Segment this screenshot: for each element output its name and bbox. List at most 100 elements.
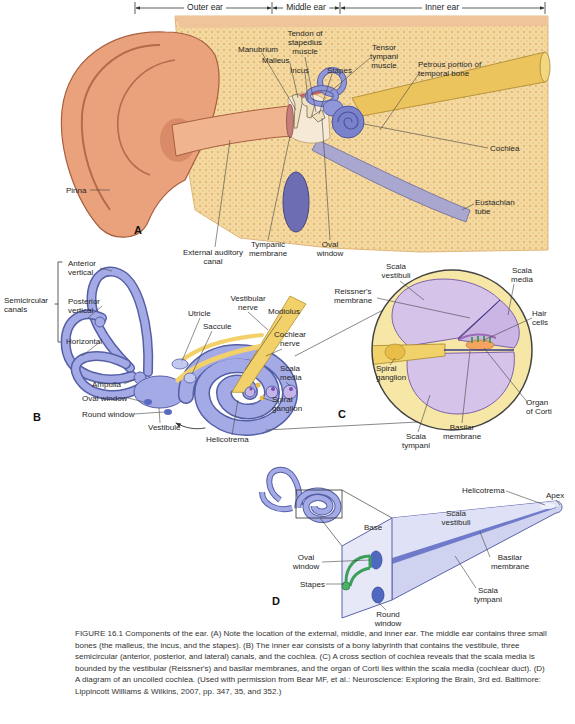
cochlea-cross-section xyxy=(483,336,485,342)
panel-letter: D xyxy=(272,595,280,607)
part-label: External auditory canal xyxy=(180,248,246,266)
leader-line xyxy=(319,74,332,114)
leader-line xyxy=(268,136,290,240)
part-label: Hair cells xyxy=(532,309,558,327)
part-label: Helicotrema xyxy=(206,435,249,444)
leader-line xyxy=(484,348,528,403)
part-label: Anterior vertical xyxy=(68,259,108,277)
part-label: Oval window xyxy=(290,553,322,571)
leader-line xyxy=(556,500,560,505)
uncoiled-cochlea xyxy=(392,501,562,600)
leader-line xyxy=(506,491,545,505)
uncoiled-cochlea xyxy=(269,470,300,505)
inner-ear-labyrinth xyxy=(55,262,418,430)
part-label: Spiral ganglion xyxy=(376,364,414,382)
part-label: Organ of Corti xyxy=(526,398,556,416)
ear-section-art xyxy=(175,16,548,28)
part-label: Oval window xyxy=(82,394,127,403)
leader-line xyxy=(364,124,488,148)
leader-line xyxy=(508,284,514,315)
part-label: Basilar membrane xyxy=(488,553,532,571)
cochlea-cross-section xyxy=(360,270,532,430)
uncoiled-cochlea xyxy=(269,470,300,505)
uncoiled-cochlea xyxy=(370,551,382,569)
leader-line xyxy=(462,351,470,423)
leader-line xyxy=(330,58,370,92)
leader-line xyxy=(232,400,238,435)
part-label: Horizontal xyxy=(66,337,102,346)
part-label: Scala vestibuli xyxy=(438,509,474,527)
ear-section-art xyxy=(338,112,358,129)
part-label: Incus xyxy=(290,66,309,75)
ear-section-art xyxy=(540,52,550,82)
cochlea-cross-section xyxy=(360,279,519,414)
inner-ear-labyrinth xyxy=(180,335,262,362)
ear-section-art xyxy=(332,106,364,138)
ear-section-art xyxy=(312,140,470,222)
leader-line xyxy=(484,318,532,340)
uncoiled-cochlea xyxy=(262,492,292,509)
inner-ear-labyrinth xyxy=(144,399,152,405)
leader-line xyxy=(215,140,230,247)
uncoiled-cochlea xyxy=(372,587,384,603)
part-label: Scala vestibuli xyxy=(376,262,416,280)
uncoiled-cochlea xyxy=(262,470,562,618)
inner-ear-labyrinth xyxy=(245,387,255,397)
part-label: Malleus xyxy=(262,56,290,65)
part-label: Petrous portion of temporal bone xyxy=(418,60,488,78)
uncoiled-cochlea xyxy=(342,582,350,590)
part-label: Semicircular canals xyxy=(4,296,56,314)
ear-section-art xyxy=(292,94,302,128)
inner-ear-labyrinth xyxy=(172,359,188,369)
part-label: Reissner's membrane xyxy=(330,287,376,305)
leader-line xyxy=(128,398,144,402)
cochlea-cross-section xyxy=(372,270,532,430)
part-label: Oval window xyxy=(312,240,348,258)
leader-line xyxy=(262,53,296,110)
part-label: Vestibular nerve xyxy=(226,294,270,312)
part-label: Modiolus xyxy=(268,307,300,316)
uncoiled-cochlea xyxy=(298,491,338,520)
part-label: Ampulla xyxy=(92,380,121,389)
part-label: Cochlea xyxy=(490,144,519,153)
inner-ear-labyrinth xyxy=(249,387,252,390)
panel-letter: A xyxy=(134,224,142,236)
part-label: Apex xyxy=(546,491,564,500)
part-label: Helicotrema xyxy=(462,486,505,495)
leader-line xyxy=(90,190,110,191)
part-label: Eustachian tube xyxy=(475,198,521,216)
uncoiled-cochlea xyxy=(392,506,556,564)
leader-line xyxy=(455,556,476,588)
part-label: Scala media xyxy=(506,266,538,284)
leader-line xyxy=(380,72,420,130)
part-label: Basilar membrane xyxy=(440,423,484,441)
cochlea-cross-section xyxy=(372,270,532,430)
leader-line xyxy=(159,408,160,423)
leader-line xyxy=(286,382,290,386)
part-label: Utricle xyxy=(188,309,211,318)
cochlea-cross-section xyxy=(385,344,405,360)
part-label: Pinna xyxy=(66,186,86,195)
leader-line xyxy=(182,318,200,361)
ear-section-art xyxy=(287,104,294,138)
part-label: Cochlear nerve xyxy=(270,330,310,348)
part-label: Tendon of stapedius muscle xyxy=(283,29,327,56)
leader-line xyxy=(322,118,330,240)
part-label: Saccule xyxy=(203,322,231,331)
part-label: Round window xyxy=(82,410,134,419)
part-label: Scala media xyxy=(280,364,310,382)
inner-ear-labyrinth xyxy=(289,387,293,391)
leader-line xyxy=(377,298,470,318)
part-label: Scala tympani xyxy=(470,586,506,604)
region-bracket xyxy=(135,2,545,14)
ear-section-art xyxy=(172,106,291,156)
figure-caption: FIGURE 16.1 Components of the ear. (A) N… xyxy=(75,628,547,697)
part-label: Stapes xyxy=(300,580,325,589)
part-label: Scala tympani xyxy=(398,432,434,450)
uncoiled-cochlea xyxy=(298,491,338,520)
leader-line xyxy=(418,395,430,432)
cochlea-cross-section xyxy=(444,349,514,351)
